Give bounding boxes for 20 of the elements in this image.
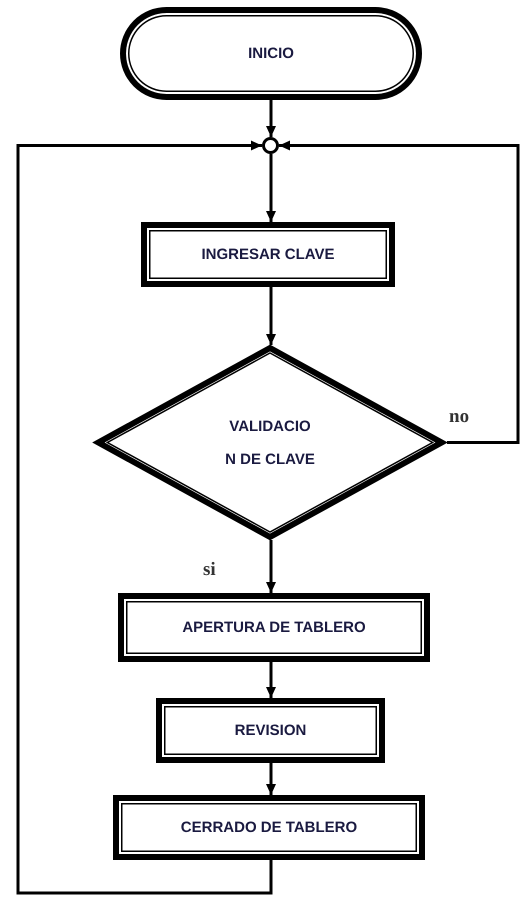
arrow bbox=[266, 540, 276, 593]
decision-text: VALIDACIO N DE CLAVE bbox=[224, 416, 316, 470]
arrow bbox=[266, 100, 276, 137]
arrow bbox=[266, 287, 276, 345]
node-text: APERTURA DE TABLERO bbox=[181, 618, 367, 638]
arrow bbox=[266, 763, 276, 795]
decision-diamond bbox=[93, 345, 447, 540]
arrow bbox=[279, 140, 520, 444]
connector-circle bbox=[262, 137, 279, 154]
node-text: INGRESAR CLAVE bbox=[200, 244, 336, 264]
process-box bbox=[113, 795, 425, 860]
node-text: INICIO bbox=[247, 44, 295, 64]
node-text: CERRADO DE TABLERO bbox=[180, 818, 358, 838]
process-box bbox=[141, 222, 395, 287]
arrow bbox=[266, 662, 276, 698]
arrow bbox=[16, 140, 272, 894]
process-box bbox=[156, 698, 385, 763]
process-box bbox=[118, 593, 430, 662]
node-text: REVISION bbox=[234, 720, 308, 740]
arrow bbox=[266, 154, 276, 222]
